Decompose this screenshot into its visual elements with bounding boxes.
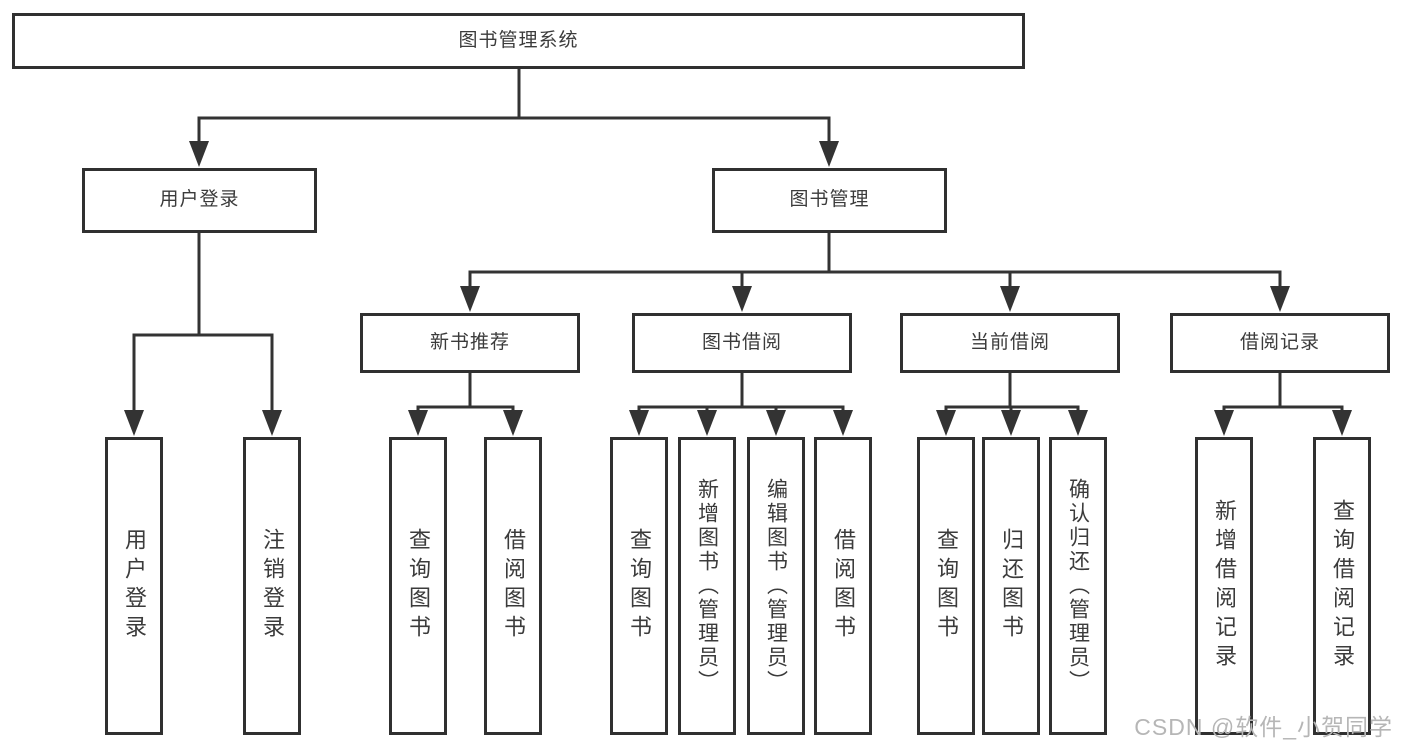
node-book-management-label: 图书管理 — [789, 189, 870, 211]
arrowhead — [833, 410, 853, 436]
leaf-br-query-record: 查询借阅记录 — [1313, 437, 1371, 735]
arrowhead — [1000, 286, 1020, 312]
leaf-bb-edit-books-admin: 编辑图书（管理员） — [747, 437, 805, 735]
arrowhead — [1332, 410, 1352, 436]
node-borrow-records: 借阅记录 — [1170, 313, 1390, 373]
node-root: 图书管理系统 — [12, 13, 1025, 69]
leaf-user-login-label: 用户登录 — [122, 528, 147, 644]
node-root-label: 图书管理系统 — [458, 29, 579, 51]
arrowhead — [262, 410, 282, 436]
edges-book-management — [460, 233, 1290, 312]
edges-new-book-recommend — [408, 373, 523, 436]
leaf-cb-return-books: 归还图书 — [982, 437, 1040, 735]
node-book-management: 图书管理 — [712, 168, 947, 233]
arrowhead — [503, 410, 523, 436]
leaf-br-add-record: 新增借阅记录 — [1195, 437, 1253, 735]
arrowhead — [1001, 410, 1021, 436]
arrowhead — [819, 141, 839, 167]
leaf-cb-query-books: 查询图书 — [917, 437, 975, 735]
leaf-nb-borrow-books-label: 借阅图书 — [501, 528, 526, 644]
node-book-borrow: 图书借阅 — [632, 313, 852, 373]
arrowhead — [460, 286, 480, 312]
leaf-user-login: 用户登录 — [105, 437, 163, 735]
arrowhead — [408, 410, 428, 436]
leaf-nb-borrow-books: 借阅图书 — [484, 437, 542, 735]
edges-borrow-records — [1214, 373, 1352, 436]
node-current-borrow-label: 当前借阅 — [969, 331, 1050, 353]
leaf-logout: 注销登录 — [243, 437, 301, 735]
edges-book-borrow — [629, 373, 853, 436]
arrowhead — [124, 410, 144, 436]
arrowhead — [936, 410, 956, 436]
node-new-book-recommend-label: 新书推荐 — [429, 331, 510, 353]
leaf-logout-label: 注销登录 — [260, 528, 285, 644]
edges-current-borrow — [936, 373, 1088, 436]
leaf-bb-add-books-admin-label: 新增图书（管理员） — [695, 478, 719, 694]
arrowhead — [732, 286, 752, 312]
leaf-bb-borrow-books: 借阅图书 — [814, 437, 872, 735]
leaf-bb-query-books: 查询图书 — [610, 437, 668, 735]
arrowhead — [766, 410, 786, 436]
leaf-nb-query-books-label: 查询图书 — [406, 528, 431, 644]
leaf-bb-edit-books-admin-label: 编辑图书（管理员） — [764, 478, 788, 694]
leaf-cb-return-books-label: 归还图书 — [999, 528, 1024, 644]
leaf-cb-query-books-label: 查询图书 — [934, 528, 959, 644]
arrowhead — [629, 410, 649, 436]
arrowhead — [1270, 286, 1290, 312]
arrowhead — [1214, 410, 1234, 436]
node-borrow-records-label: 借阅记录 — [1239, 331, 1320, 353]
edges-user-login — [124, 233, 282, 436]
node-book-borrow-label: 图书借阅 — [701, 331, 782, 353]
node-new-book-recommend: 新书推荐 — [360, 313, 580, 373]
watermark: CSDN @软件_小贺同学 — [1134, 714, 1393, 740]
arrowhead — [189, 141, 209, 167]
node-current-borrow: 当前借阅 — [900, 313, 1120, 373]
leaf-bb-add-books-admin: 新增图书（管理员） — [678, 437, 736, 735]
leaf-bb-borrow-books-label: 借阅图书 — [831, 528, 856, 644]
arrowhead — [1068, 410, 1088, 436]
node-user-login: 用户登录 — [82, 168, 317, 233]
leaf-cb-confirm-return-admin: 确认归还（管理员） — [1049, 437, 1107, 735]
leaf-nb-query-books: 查询图书 — [389, 437, 447, 735]
leaf-br-add-record-label: 新增借阅记录 — [1212, 499, 1237, 673]
node-user-login-label: 用户登录 — [159, 189, 240, 211]
leaf-br-query-record-label: 查询借阅记录 — [1330, 499, 1355, 673]
arrowhead — [697, 410, 717, 436]
edges-root — [189, 69, 839, 167]
leaf-bb-query-books-label: 查询图书 — [627, 528, 652, 644]
leaf-cb-confirm-return-admin-label: 确认归还（管理员） — [1066, 478, 1090, 694]
